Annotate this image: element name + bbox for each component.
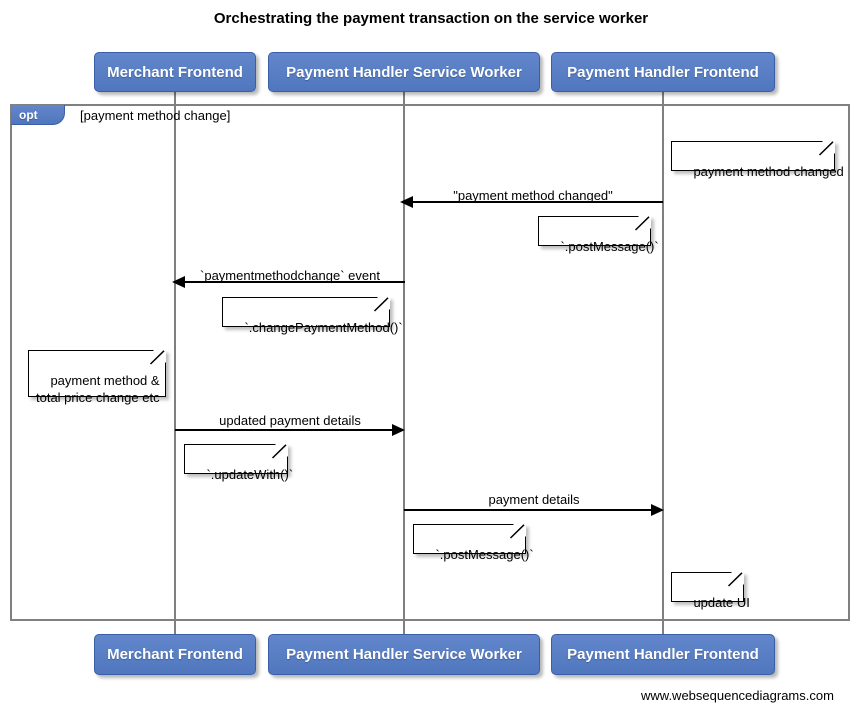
page-title: Orchestrating the payment transaction on…	[213, 10, 649, 27]
message-arrowhead-updated-payment-details	[392, 424, 405, 436]
note-dogear-icon	[731, 572, 744, 585]
message-label-payment-details: payment details	[488, 492, 580, 507]
participant-bottom-payment-handler-service-worker[interactable]: Payment Handler Service Worker	[268, 634, 540, 675]
lifeline-payment-handler-service-worker	[403, 90, 405, 640]
participant-bottom-payment-handler-frontend[interactable]: Payment Handler Frontend	[551, 634, 775, 675]
message-label-payment-method-changed: "payment method changed"	[453, 188, 613, 203]
note-dogear-icon	[513, 524, 526, 537]
participant-label: Merchant Frontend	[107, 63, 243, 81]
note-text: `.updateWith()`	[206, 467, 294, 482]
note-dogear-icon	[153, 350, 166, 363]
note-text: `.postMessage()`	[435, 547, 534, 562]
note-text: `.postMessage()`	[560, 239, 659, 254]
note-dogear-icon	[377, 297, 390, 310]
message-line-payment-method-changed	[412, 201, 663, 203]
message-arrowhead-payment-method-changed	[400, 196, 413, 208]
participant-label: Payment Handler Frontend	[567, 646, 759, 663]
opt-fragment-tab-label: opt	[19, 107, 38, 122]
note-text: update UI	[693, 595, 750, 610]
participant-label: Payment Handler Frontend	[567, 63, 759, 81]
participant-top-payment-handler-frontend[interactable]: Payment Handler Frontend	[551, 52, 775, 92]
message-label-paymentmethodchange-event: `paymentmethodchange` event	[200, 268, 380, 283]
note-dogear-icon	[822, 141, 835, 154]
participant-top-payment-handler-service-worker[interactable]: Payment Handler Service Worker	[268, 52, 540, 92]
note-text: payment method changed	[693, 164, 844, 179]
note-post-message-2: `.postMessage()`	[413, 524, 534, 562]
message-line-paymentmethodchange-event	[184, 281, 405, 283]
note-text: `.changePaymentMethod()`	[244, 320, 403, 335]
message-label-updated-payment-details: updated payment details	[219, 413, 361, 428]
message-line-payment-details	[404, 509, 652, 511]
participant-bottom-merchant-frontend[interactable]: Merchant Frontend	[94, 634, 256, 675]
message-arrowhead-paymentmethodchange-event	[172, 276, 185, 288]
lifeline-payment-handler-frontend	[662, 90, 664, 640]
message-arrowhead-payment-details	[651, 504, 664, 516]
note-post-message-1: `.postMessage()`	[538, 216, 659, 254]
lifeline-merchant-frontend	[174, 90, 176, 640]
note-dogear-icon	[275, 444, 288, 457]
note-payment-method-changed: payment method changed	[671, 141, 844, 179]
note-change-payment-method: `.changePaymentMethod()`	[222, 297, 403, 335]
note-update-with: `.updateWith()`	[184, 444, 293, 482]
note-text: payment method & total price change etc	[36, 373, 160, 405]
participant-label: Payment Handler Service Worker	[286, 646, 522, 663]
footer-watermark: www.websequencediagrams.com	[641, 688, 834, 703]
opt-fragment-tab: opt	[11, 105, 65, 125]
opt-fragment-guard: [payment method change]	[80, 108, 231, 123]
note-update-ui: update UI	[671, 572, 750, 610]
note-dogear-icon	[638, 216, 651, 229]
participant-top-merchant-frontend[interactable]: Merchant Frontend	[94, 52, 256, 92]
note-payment-method-total-price: payment method & total price change etc	[28, 350, 166, 405]
participant-label: Merchant Frontend	[107, 646, 243, 663]
message-line-updated-payment-details	[175, 429, 393, 431]
participant-label: Payment Handler Service Worker	[286, 63, 522, 81]
